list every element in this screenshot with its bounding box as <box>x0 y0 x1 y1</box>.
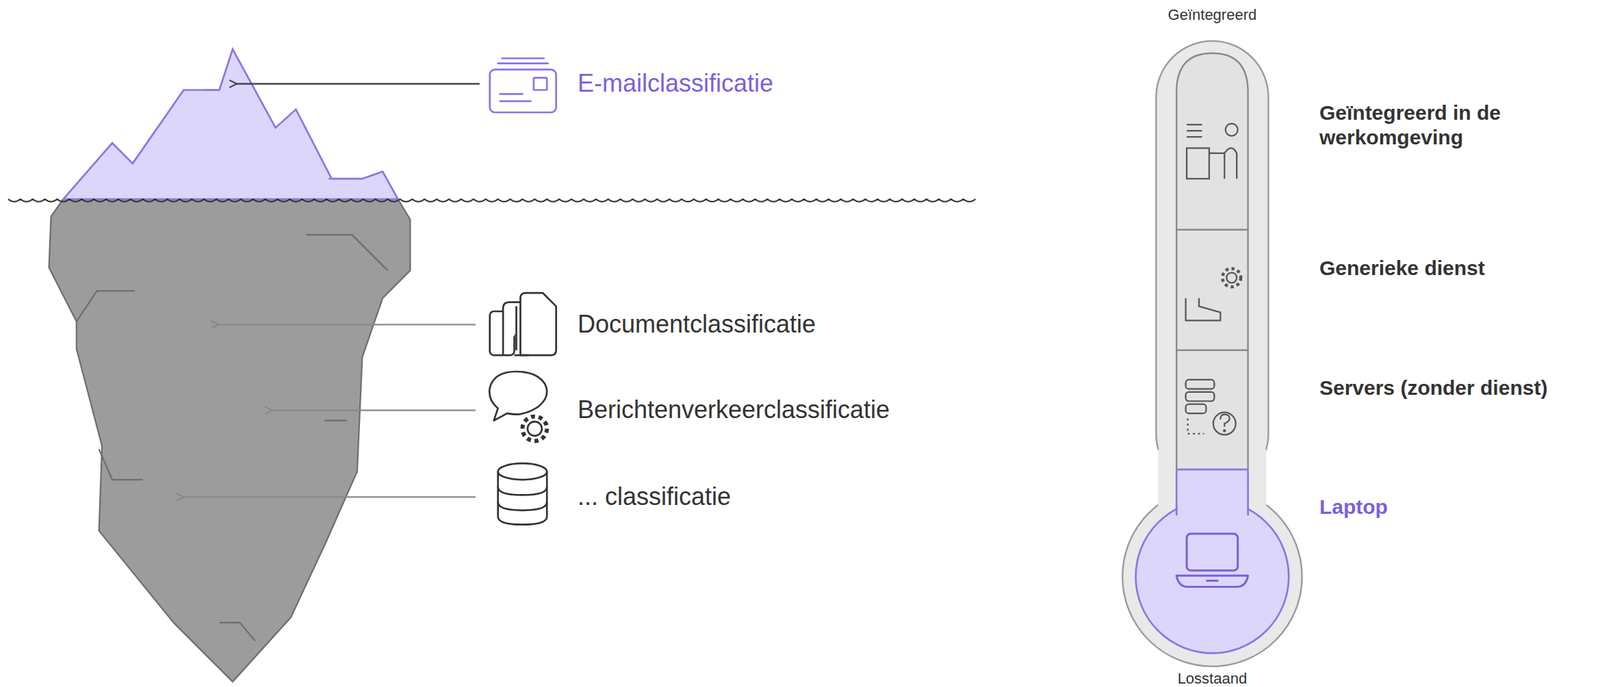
database-icon <box>498 463 548 525</box>
iceberg-tip-part <box>203 88 219 91</box>
iceberg-underwater-part <box>305 234 388 271</box>
iceberg-underwater-part <box>99 448 144 480</box>
iceberg-underwater-part <box>76 290 135 322</box>
workplace-icon-part <box>1225 123 1238 137</box>
thermometer-part <box>1136 500 1290 654</box>
iceberg-tip-part <box>328 177 364 180</box>
thermometer-part <box>1176 53 1248 470</box>
server-icon-part <box>1223 429 1225 432</box>
service-icon-part <box>1222 268 1241 287</box>
message-gear-icon <box>489 371 547 441</box>
database-icon-part <box>498 463 548 480</box>
workplace-icon-part <box>1186 130 1202 132</box>
service-icon-part <box>1185 298 1221 321</box>
database-icon-part <box>498 471 548 525</box>
leader-arrows-part <box>272 409 476 411</box>
service-icon <box>1185 268 1242 321</box>
leader-arrows-part <box>183 496 475 498</box>
email-icon-part <box>498 62 549 65</box>
message-gear-icon-part <box>522 416 547 442</box>
document-icon <box>489 292 557 356</box>
server-icon-part <box>1185 404 1207 414</box>
email-icon-part <box>489 69 557 113</box>
server-icon-part <box>1185 392 1215 402</box>
thermometer-part <box>1177 469 1247 521</box>
workplace-icon-part <box>1186 123 1202 126</box>
tier-label: Documentclassificatie <box>577 310 816 340</box>
email-icon-part <box>500 100 532 103</box>
iceberg-underwater-part <box>324 419 347 421</box>
workplace-icon <box>1186 123 1238 180</box>
database-icon-part <box>498 486 548 495</box>
level-label: Geïntegreerd in de werkomgeving <box>1319 100 1556 150</box>
iceberg-underwater-part <box>49 199 411 682</box>
iceberg-underwater <box>49 199 411 682</box>
workplace-icon-part <box>1186 147 1210 179</box>
server-icon-part <box>1213 412 1236 436</box>
service-icon-part <box>1226 272 1237 283</box>
scale-end-label: Losstaand <box>1177 669 1248 687</box>
tier-label: ... classificatie <box>577 482 731 512</box>
email-icon <box>489 58 557 113</box>
leader-arrows-part <box>218 323 476 326</box>
server-icon-part <box>1220 414 1230 428</box>
iceberg-underwater-part <box>219 622 256 642</box>
thermometer <box>1122 41 1302 667</box>
workplace-icon-part <box>1186 136 1202 138</box>
thermometer-part <box>1176 229 1248 231</box>
thermometer-part <box>1176 349 1248 351</box>
email-icon-part <box>533 78 547 91</box>
server-icon-part <box>1185 379 1215 389</box>
laptop-icon-part <box>1205 579 1219 582</box>
water-line <box>8 199 976 202</box>
email-icon-part <box>502 57 545 60</box>
scale-end-label: Geïntegreerd <box>1168 6 1258 24</box>
laptop-icon <box>1176 533 1248 588</box>
level-label: Generieke dienst <box>1319 255 1486 281</box>
document-icon-part <box>520 292 556 356</box>
level-label: Laptop <box>1319 494 1388 520</box>
email-icon-part <box>500 93 523 96</box>
leader-arrows <box>183 84 480 498</box>
iceberg-tip <box>62 49 398 200</box>
level-label: Servers (zonder dienst) <box>1319 375 1548 401</box>
document-icon-part <box>514 306 529 356</box>
leader-arrows-part <box>236 82 480 85</box>
thermometer-part <box>1155 41 1269 490</box>
thermometer-part <box>1176 469 1248 516</box>
laptop-icon-part <box>1186 533 1238 571</box>
tier-label: E-mailclassificatie <box>577 69 774 99</box>
iceberg-tip-part <box>62 49 398 200</box>
message-gear-icon-part <box>527 421 543 436</box>
database-icon-part <box>498 502 548 511</box>
server-icon-part <box>1188 418 1205 434</box>
workplace-icon-part <box>1209 147 1237 179</box>
message-gear-icon-part <box>489 371 547 421</box>
laptop-icon-part <box>1176 575 1248 587</box>
tier-label: Berichtenverkeerclassificatie <box>577 395 890 425</box>
server-icon <box>1185 379 1236 436</box>
